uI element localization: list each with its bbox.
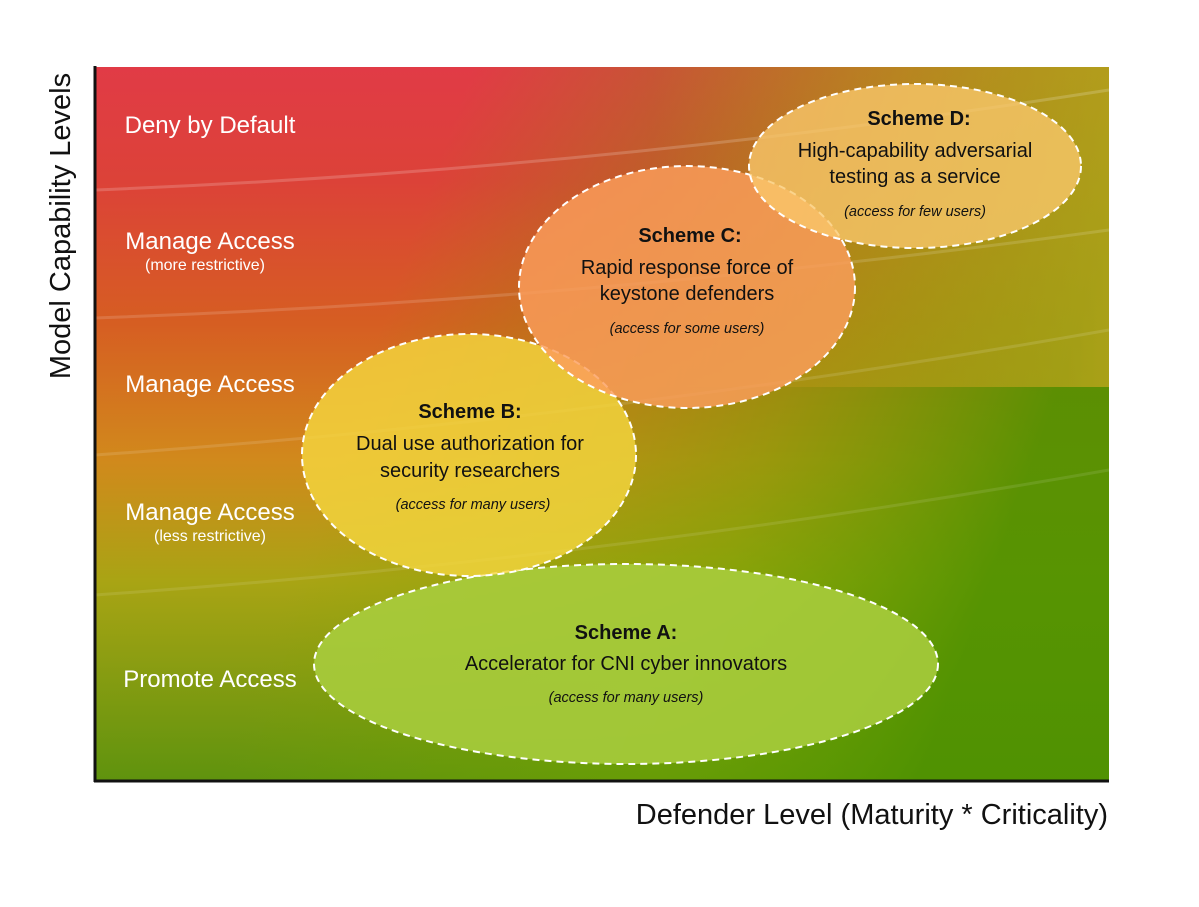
x-axis-title: Defender Level (Maturity * Criticality) [636,799,1108,831]
scheme-a: Scheme A: Accelerator for CNI cyber inno… [313,563,939,765]
scheme-a-access: (access for many users) [549,690,704,706]
scheme-b: Scheme B: Dual use authorization for sec… [301,333,637,577]
scheme-b-desc-line2: security researchers [380,460,560,482]
scheme-c-desc-line2: keystone defenders [600,283,775,305]
level-labels: Deny by Default Manage Access (more rest… [123,112,296,693]
level-label-promote: Promote Access [123,666,296,693]
scheme-c-name: Scheme C: [638,225,741,247]
scheme-b-desc-line1: Dual use authorization for [356,433,584,455]
scheme-d-desc-line1: High-capability adversarial [798,140,1033,162]
scheme-a-name: Scheme A: [575,622,678,644]
level-sub-less-restrictive: (less restrictive) [154,528,266,545]
scheme-d-ellipse [748,83,1082,249]
scheme-b-ellipse [301,333,637,577]
scheme-d-desc-line2: testing as a service [829,166,1000,188]
level-label-manage: Manage Access [125,371,294,398]
scheme-d-access: (access for few users) [844,204,986,220]
scheme-d-name: Scheme D: [867,108,970,130]
scheme-c-ellipse [518,165,856,409]
scheme-b-access: (access for many users) [396,497,551,513]
level-label-deny: Deny by Default [125,112,296,139]
y-axis-title: Model Capability Levels [45,73,77,379]
scheme-a-ellipse [313,563,939,765]
scheme-a-desc-line1: Accelerator for CNI cyber innovators [465,653,787,675]
level-label-manage-less: Manage Access [125,499,294,526]
level-sub-more-restrictive: (more restrictive) [145,257,265,274]
scheme-b-name: Scheme B: [418,401,521,423]
scheme-d: Scheme D: High-capability adversarial te… [748,83,1082,249]
scheme-c: Scheme C: Rapid response force of keysto… [518,165,856,409]
level-label-manage-more: Manage Access [125,228,294,255]
scheme-c-desc-line1: Rapid response force of [581,257,794,279]
scheme-c-access: (access for some users) [610,321,765,337]
